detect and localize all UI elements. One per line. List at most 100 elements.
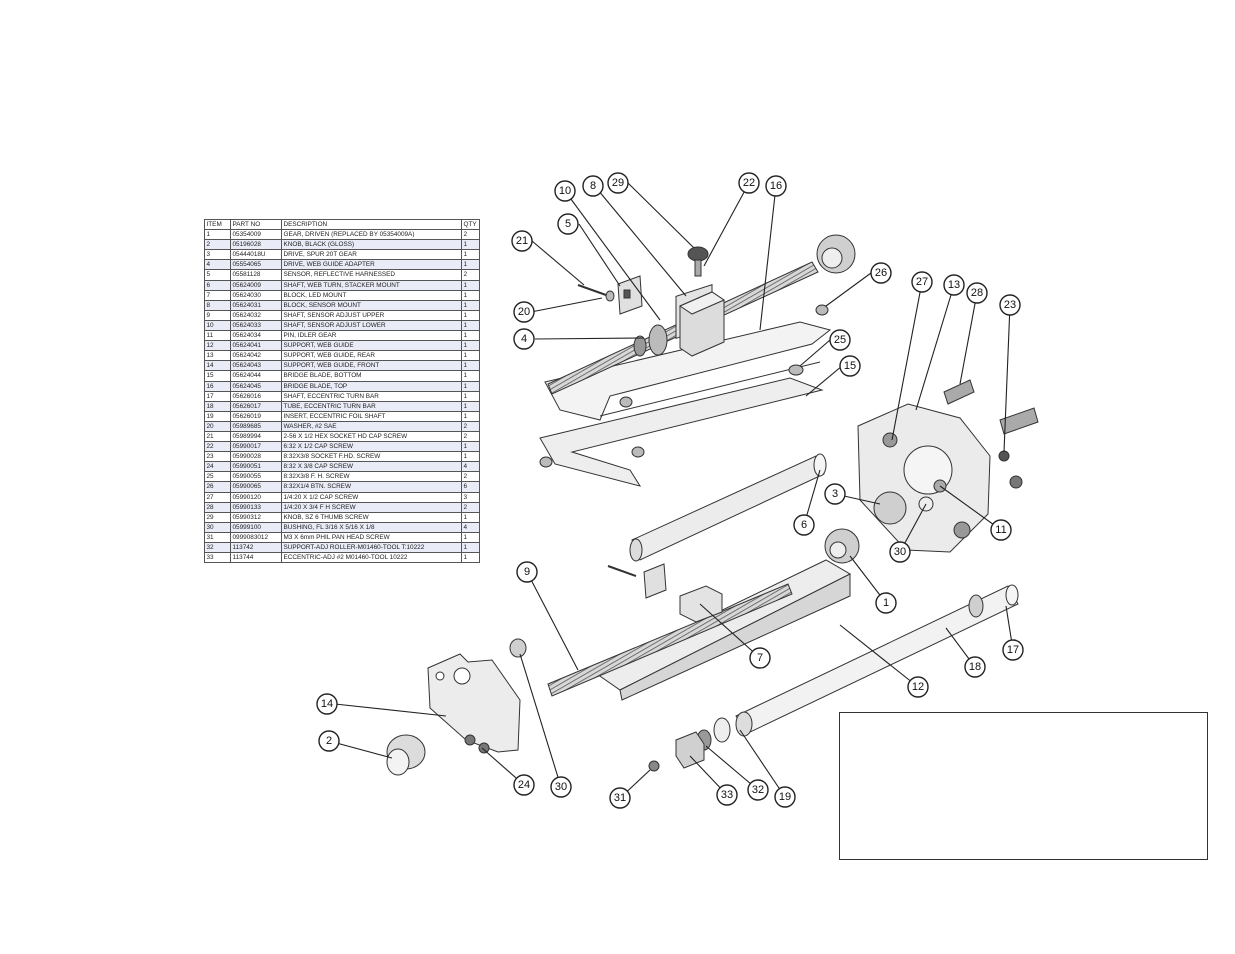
svg-text:14: 14: [321, 698, 333, 710]
svg-text:1: 1: [883, 597, 889, 609]
callout-17: 17: [1002, 639, 1024, 661]
svg-text:8: 8: [590, 180, 596, 192]
callout-22: 22: [738, 172, 760, 194]
svg-text:23: 23: [1004, 299, 1016, 311]
callout-33: 33: [716, 784, 738, 806]
callout-32: 32: [747, 779, 769, 801]
svg-text:10: 10: [559, 185, 571, 197]
leader-lines: [328, 182, 1014, 799]
svg-text:7: 7: [757, 652, 763, 664]
svg-text:30: 30: [894, 546, 906, 558]
svg-text:33: 33: [721, 789, 733, 801]
cell-qty: 1: [461, 552, 480, 564]
callout-14: 14: [316, 693, 338, 715]
svg-text:3: 3: [832, 488, 838, 500]
svg-text:32: 32: [752, 784, 764, 796]
web-turn-shaft: [631, 455, 825, 561]
svg-text:12: 12: [912, 681, 924, 693]
callout-30b: 30: [550, 776, 572, 798]
callout-8: 8: [582, 175, 604, 197]
callout-26: 26: [870, 262, 892, 284]
callout-11: 11: [990, 519, 1012, 541]
svg-text:4: 4: [521, 333, 527, 345]
callout-18: 18: [964, 656, 986, 678]
title-block: [839, 712, 1208, 860]
svg-text:17: 17: [1007, 644, 1019, 656]
svg-text:6: 6: [801, 519, 807, 531]
callout-13: 13: [943, 274, 965, 296]
callout-5: 5: [557, 213, 579, 235]
eccentric-adjuster: [675, 731, 705, 769]
callout-30: 30: [889, 541, 911, 563]
callout-19: 19: [774, 786, 796, 808]
svg-text:2: 2: [326, 735, 332, 747]
callout-25: 25: [829, 329, 851, 351]
svg-text:31: 31: [614, 792, 626, 804]
callout-12: 12: [907, 676, 929, 698]
bridge-blade-bottom: [539, 377, 824, 487]
callout-9: 9: [516, 561, 538, 583]
callout-31: 31: [609, 787, 631, 809]
svg-text:24: 24: [518, 779, 530, 791]
header-qty: QTY: [461, 218, 480, 231]
thumb-screw-knob: [687, 246, 709, 262]
svg-text:18: 18: [969, 661, 981, 673]
callout-7: 7: [749, 647, 771, 669]
led-mount-block: [679, 585, 723, 623]
callout-24: 24: [513, 774, 535, 796]
callout-4: 4: [513, 328, 535, 350]
callout-23: 23: [999, 294, 1021, 316]
svg-text:28: 28: [971, 287, 983, 299]
svg-text:26: 26: [875, 267, 887, 279]
callout-1: 1: [875, 592, 897, 614]
svg-text:16: 16: [770, 180, 782, 192]
svg-text:27: 27: [916, 276, 928, 288]
svg-text:11: 11: [995, 524, 1006, 536]
eccentric-insert: [735, 711, 753, 737]
callout-10: 10: [554, 180, 576, 202]
callout-27: 27: [911, 271, 933, 293]
web-guide-front-support: [427, 653, 521, 753]
callout-21: 21: [511, 230, 533, 252]
drive-adapter: [648, 324, 668, 356]
callout-29: 29: [607, 172, 629, 194]
svg-text:30: 30: [555, 781, 567, 793]
black-knob: [386, 734, 426, 776]
svg-text:25: 25: [834, 334, 846, 346]
callout-20: 20: [513, 301, 535, 323]
web-guide-support: [593, 559, 852, 691]
callout-28: 28: [966, 282, 988, 304]
callout-15: 15: [839, 355, 861, 377]
svg-text:15: 15: [844, 360, 856, 372]
bridge-blade-top: [544, 321, 832, 421]
svg-text:20: 20: [518, 306, 530, 318]
sensor-adjust-upper-shaft: [547, 583, 793, 697]
svg-text:5: 5: [565, 218, 571, 230]
callout-16: 16: [765, 175, 787, 197]
callout-3: 3: [824, 483, 846, 505]
svg-text:19: 19: [779, 791, 791, 803]
callout-2: 2: [318, 730, 340, 752]
svg-text:22: 22: [743, 177, 755, 189]
